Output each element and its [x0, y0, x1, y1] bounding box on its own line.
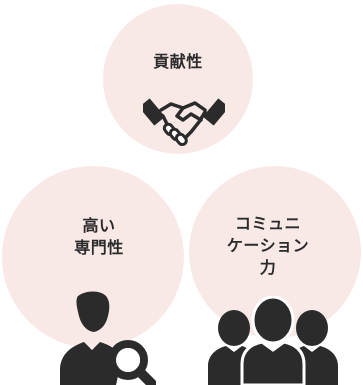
- label-contribution: 貢献性: [118, 52, 238, 74]
- label-expertise-line-1: 高い: [82, 216, 116, 235]
- person-search-icon: [60, 291, 156, 385]
- label-contribution-text: 貢献性: [153, 52, 203, 71]
- label-communication-line-1: コミュニ: [234, 214, 301, 233]
- label-communication: コミュニ ケーション 力: [203, 214, 333, 280]
- label-communication-line-3: 力: [259, 258, 277, 277]
- label-expertise: 高い 専門性: [54, 216, 144, 260]
- circle-contribution: [103, 4, 253, 154]
- label-communication-line-2: ケーション: [226, 236, 310, 255]
- handshake-icon: [143, 98, 225, 147]
- people-group-icon: [208, 296, 338, 385]
- label-expertise-line-2: 専門性: [74, 238, 124, 257]
